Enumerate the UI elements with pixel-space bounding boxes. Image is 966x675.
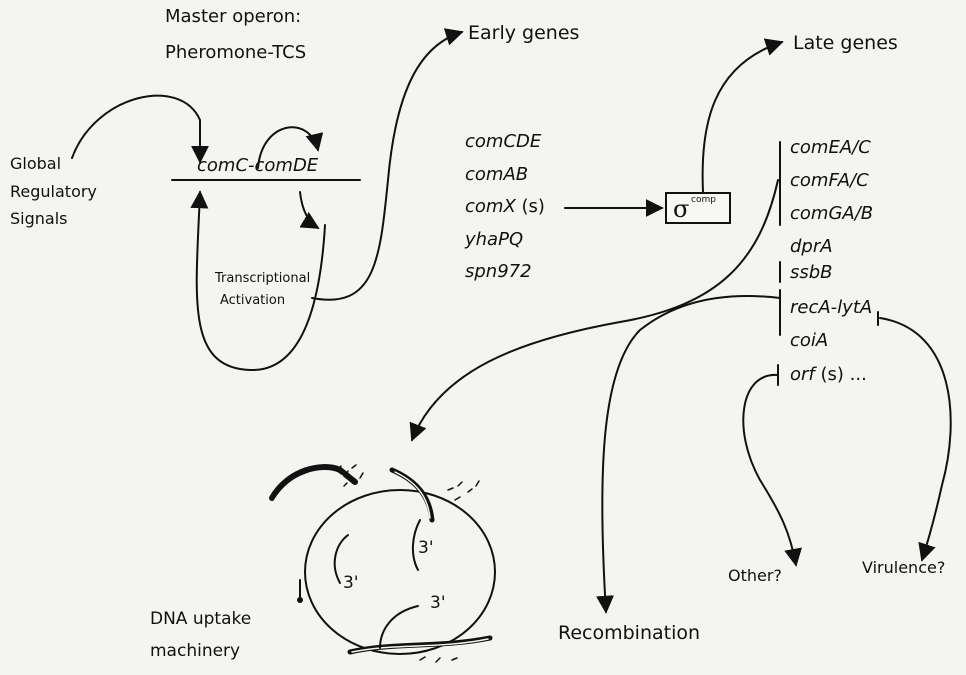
early-gene-comab: comAB (465, 164, 528, 186)
to-other-arrow (743, 375, 796, 565)
comx-suffix: (s) (522, 196, 545, 217)
strand-end-label: 3' (343, 572, 359, 594)
global-label-line3: Signals (10, 208, 67, 230)
early-genes-title: Early genes (468, 22, 579, 44)
dna-uptake-label-line1: DNA uptake (150, 608, 251, 630)
late-gene-orf-row: orf (s) ... (790, 364, 867, 386)
early-gene-yhapq: yhaPQ (465, 229, 523, 251)
recombination-label: Recombination (558, 622, 700, 644)
operon-label: comC-comDE (197, 155, 318, 177)
operon-to-activation-arrow (300, 192, 318, 228)
cell-sketch (272, 467, 495, 654)
early-gene-comx-row: comX (s) (465, 196, 545, 218)
master-operon-subtitle: Pheromone-TCS (165, 42, 306, 64)
global-label-line2: Regulatory (10, 181, 97, 203)
activation-label-line2: Activation (220, 290, 285, 312)
virulence-label: Virulence? (862, 557, 945, 579)
dna-fragments (338, 465, 479, 662)
late-gene-comea: comEA/C (790, 137, 871, 159)
late-genes-title: Late genes (793, 32, 898, 54)
late-gene-comfa: comFA/C (790, 170, 869, 192)
global-label-line1: Global (10, 153, 61, 175)
early-gene-spn972: spn972 (465, 261, 532, 283)
other-label: Other? (728, 565, 782, 587)
strand-end-label: 3' (430, 592, 446, 614)
late-gene-coia: coiA (790, 330, 828, 352)
master-operon-title: Master operon: (165, 6, 301, 28)
late-gene-dpra: dprA (790, 236, 833, 258)
global-signals-arrow (72, 96, 200, 162)
dna-uptake-label-line2: machinery (150, 640, 240, 662)
orf-suffix: (s) ... (820, 364, 866, 385)
membrane-dot (297, 597, 303, 603)
to-virulence-arrow (880, 318, 951, 560)
sigma-superscript: comp (691, 195, 716, 205)
late-gene-ssbb: ssbB (790, 262, 833, 284)
early-gene-comcde: comCDE (465, 131, 541, 153)
sigma-comp-box: σ comp (665, 192, 731, 224)
late-gene-orf: orf (790, 364, 815, 385)
late-gene-reca-lyta: recA-lytA (790, 297, 872, 319)
strand-end-label: 3' (418, 537, 434, 559)
sigma-to-late-arrow (703, 42, 782, 192)
late-gene-comga: comGA/B (790, 203, 873, 225)
activation-to-early-arrow (312, 32, 462, 300)
early-gene-comx: comX (465, 196, 516, 217)
sigma-symbol: σ (673, 194, 689, 224)
activation-label-line1: Transcriptional (215, 268, 310, 290)
